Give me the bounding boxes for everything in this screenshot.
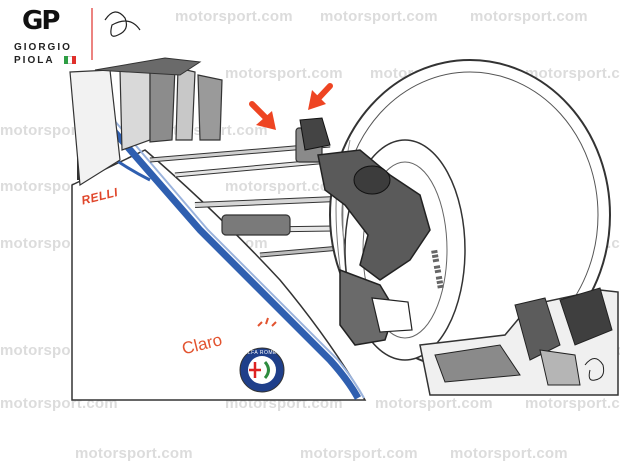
watermark-text: motorsport.com	[175, 8, 293, 25]
watermark-text: motorsport.com	[450, 445, 568, 462]
watermark-text: motorsport.com	[320, 8, 438, 25]
watermark-text: motorsport.com	[470, 8, 588, 25]
turning-vanes	[69, 57, 223, 187]
front-wing-endplate	[419, 287, 619, 396]
watermark-text: motorsport.com	[225, 65, 343, 82]
alfa-romeo-badge	[239, 347, 285, 393]
artist-signature	[104, 11, 605, 381]
watermark-text: motorsport.com	[525, 395, 620, 412]
gp-monogram: GP	[22, 6, 60, 36]
watermark-text: motorsport.com	[525, 65, 620, 82]
logo-line-2: PIOLA	[14, 55, 55, 66]
upright-brake-duct	[299, 117, 431, 346]
logo-line-1: GIORGIO	[14, 42, 72, 53]
watermark-text: motorsport.com	[375, 395, 493, 412]
chassis-nose	[71, 89, 367, 401]
watermark-text: motorsport.com	[225, 178, 343, 195]
claro-logo-mark	[257, 317, 277, 327]
watermark-text: motorsport.com	[300, 445, 418, 462]
italian-flag-icon	[64, 56, 76, 64]
watermark-text: motorsport.com	[75, 445, 193, 462]
badge-text: ALFA ROMEO	[244, 350, 282, 356]
annotation-arrow	[308, 83, 333, 110]
annotation-arrow	[249, 101, 276, 130]
